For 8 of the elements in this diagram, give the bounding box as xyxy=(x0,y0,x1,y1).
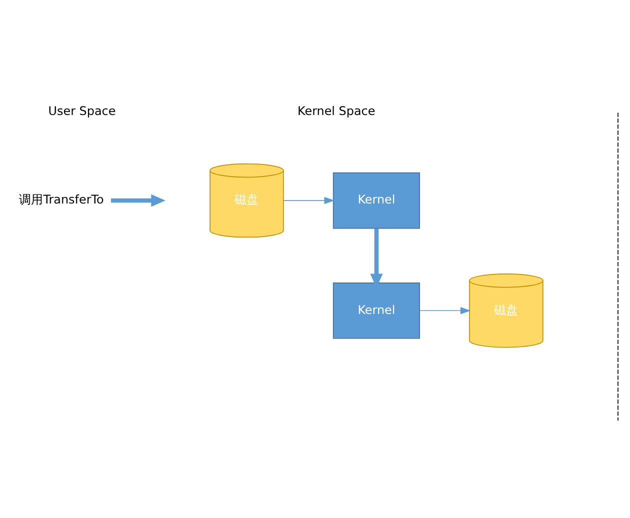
node-box: Kernel xyxy=(332,172,420,229)
label: User Space xyxy=(48,104,116,118)
label: Kernel Space xyxy=(297,104,376,118)
arrow xyxy=(419,307,471,314)
arrow xyxy=(111,194,166,207)
node-box: Kernel xyxy=(332,282,420,339)
node-text: 调用TransferTo xyxy=(19,192,104,207)
arrow xyxy=(283,196,335,204)
